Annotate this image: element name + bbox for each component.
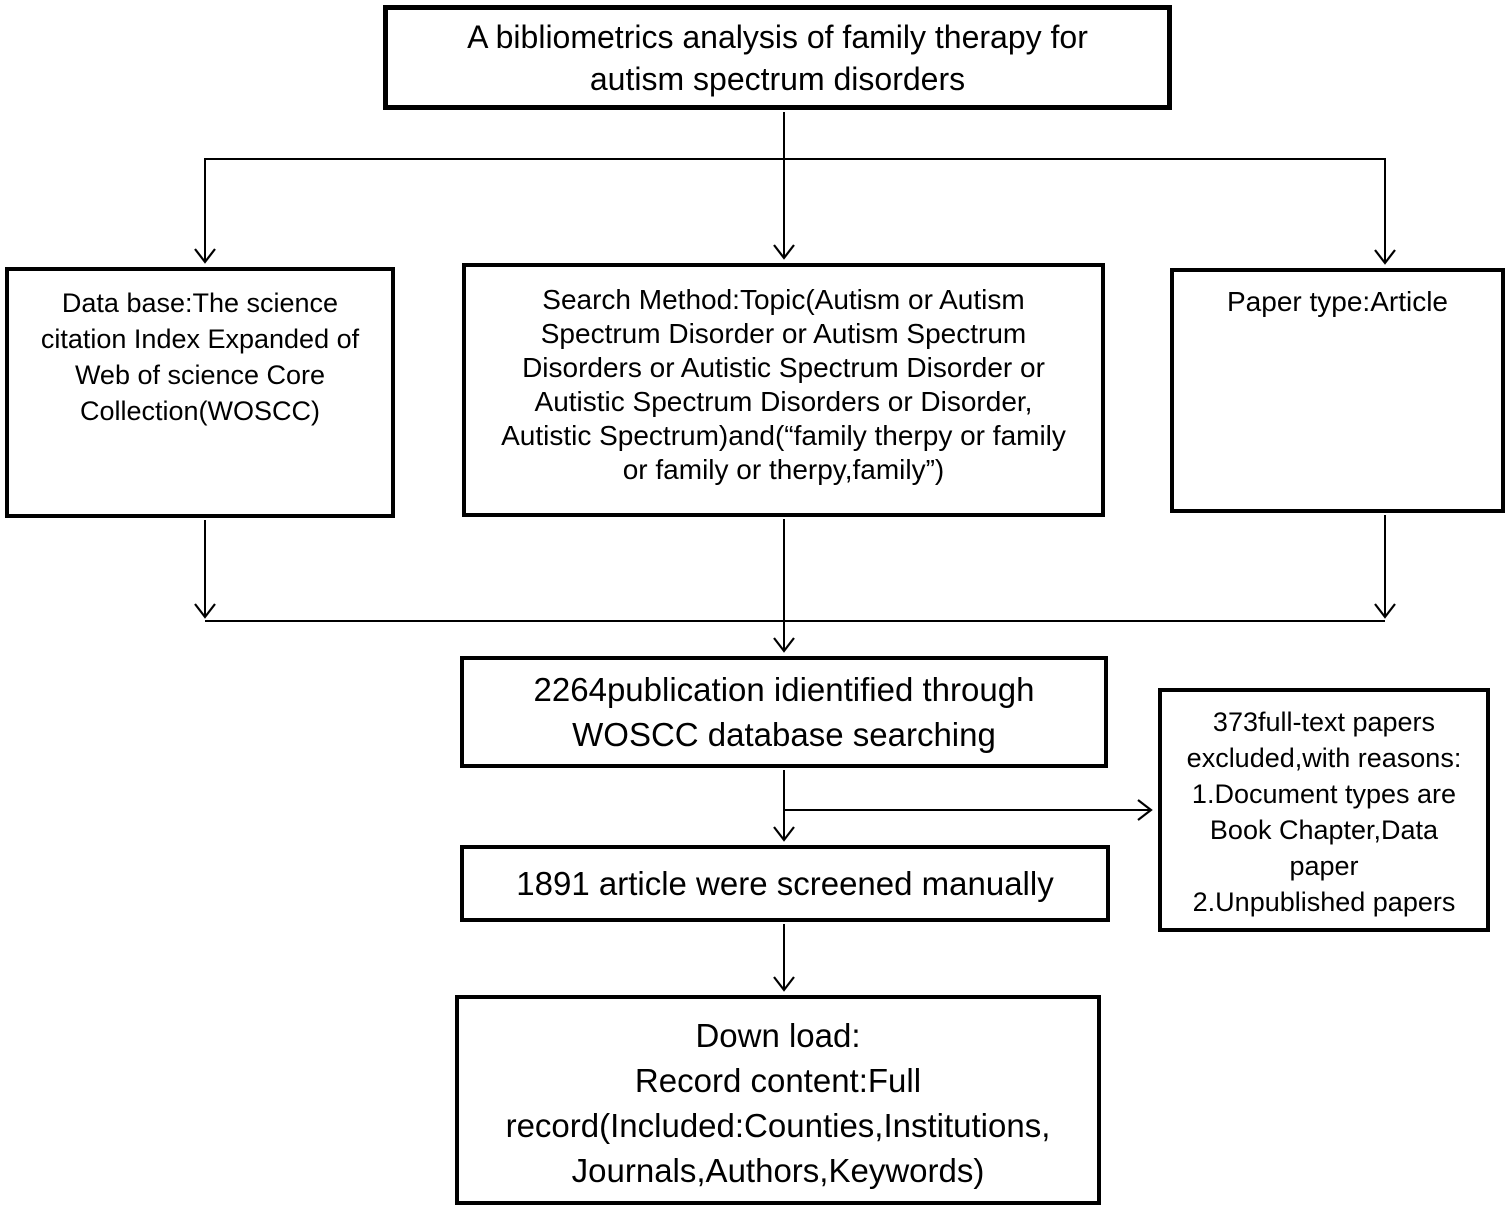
publications-identified-box: 2264publication idientified through WOSC… (460, 656, 1108, 768)
paper-type-text: Paper type:Article (1227, 286, 1448, 317)
title-box: A bibliometrics analysis of family thera… (383, 5, 1172, 110)
papers-excluded-box: 373full-text papers excluded,with reason… (1158, 688, 1490, 932)
search-method-text: Search Method:Topic(Autism or Autism Spe… (501, 284, 1066, 485)
download-record-box: Down load: Record content:Full record(In… (455, 995, 1101, 1205)
database-text: Data base:The science citation Index Exp… (40, 288, 360, 426)
papers-excluded-text: 373full-text papers excluded,with reason… (1186, 707, 1462, 917)
database-box: Data base:The science citation Index Exp… (5, 267, 395, 518)
publications-identified-text: 2264publication idientified through WOSC… (533, 671, 1035, 753)
title-text: A bibliometrics analysis of family thera… (467, 18, 1088, 97)
articles-screened-text: 1891 article were screened manually (516, 864, 1054, 902)
download-record-text: Down load: Record content:Full record(In… (505, 1017, 1051, 1189)
articles-screened-box: 1891 article were screened manually (460, 845, 1110, 922)
search-method-box: Search Method:Topic(Autism or Autism Spe… (462, 263, 1105, 517)
paper-type-box: Paper type:Article (1170, 268, 1505, 513)
